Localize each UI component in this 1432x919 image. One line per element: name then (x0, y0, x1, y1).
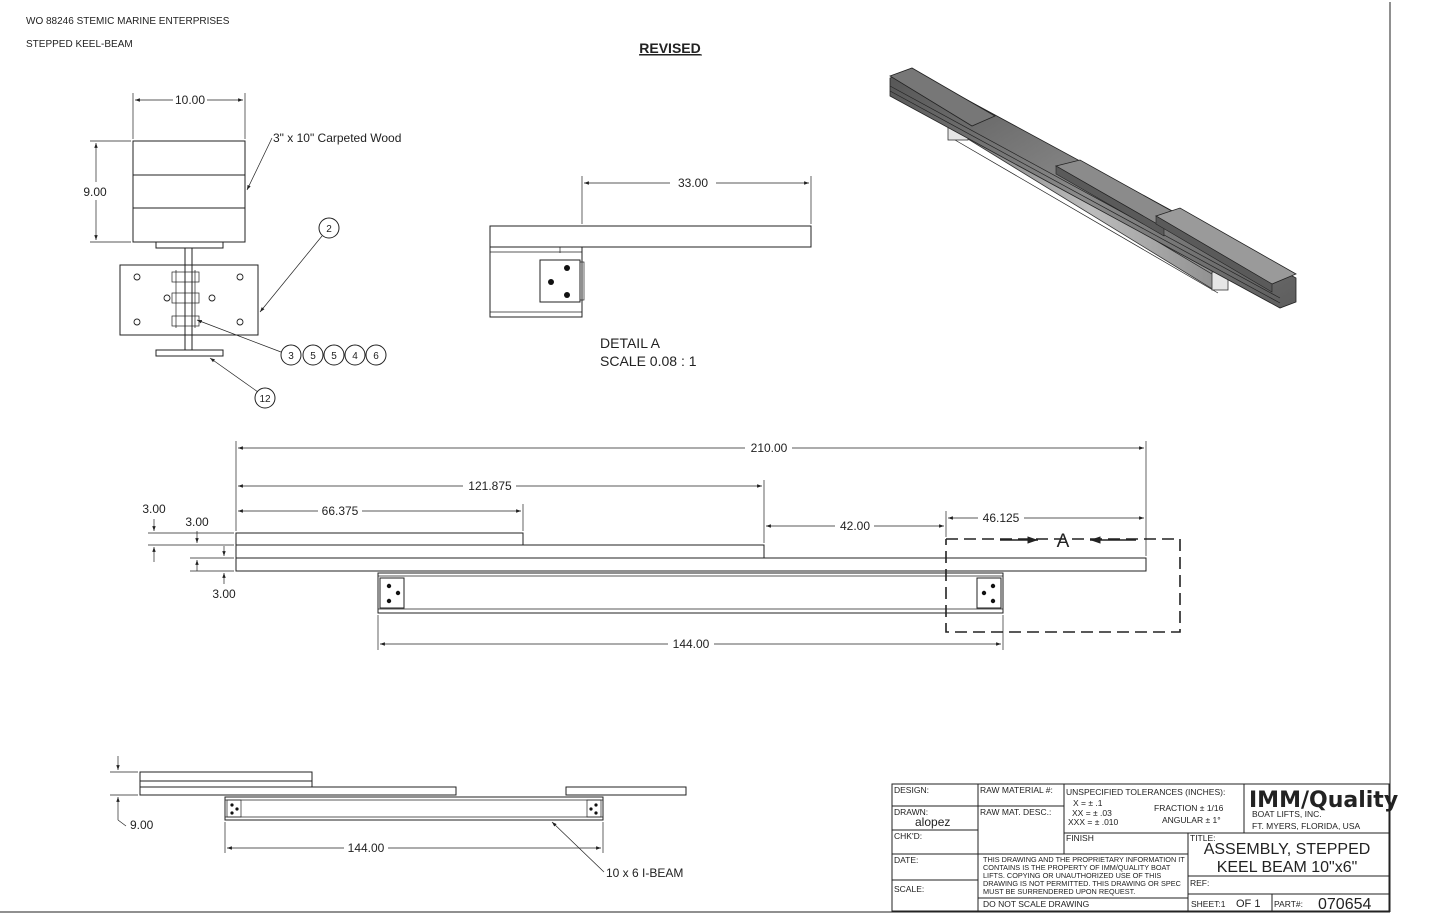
part-number-label: PART#: (1274, 899, 1303, 909)
balloon-hardware-2 (302, 344, 324, 366)
i-beam-bottom-flange (155, 349, 224, 357)
detail-scale-label: SCALE 0.08 : 1 (600, 353, 697, 369)
balloon-12-label: 12 (259, 394, 271, 405)
balloon-hardware-1-label: 3 (288, 351, 294, 362)
title-line-2: KEEL BEAM 10"x6" (1217, 859, 1358, 876)
drawn-label: DRAWN: (894, 807, 928, 817)
lower-middle-board (139, 786, 457, 796)
tolerance-xxx: XXX = ± .010 (1068, 817, 1119, 827)
balloon-12 (254, 387, 276, 409)
dim-top-board-thickness: 3.00 (142, 502, 166, 516)
mounting-plate (119, 264, 259, 336)
dim-end-height: 9.00 (83, 185, 107, 199)
balloon-hardware-5 (365, 344, 387, 366)
dim-lower-height: 9.00 (130, 818, 154, 832)
proprietary-line-4: DRAWING IS NOT PERMITTED. THIS DRAWING O… (983, 879, 1181, 888)
wood-callout: 3" x 10" Carpeted Wood (273, 131, 401, 145)
dim-beam-length: 144.00 (673, 637, 710, 651)
ref-label: REF: (1190, 878, 1209, 888)
sheet-label: SHEET:1 (1191, 899, 1226, 909)
detail-label: DETAIL A (600, 335, 661, 351)
balloon-hardware-4-label: 4 (352, 351, 358, 362)
tolerance-xx: XX = ± .03 (1072, 808, 1112, 818)
balloon-hardware-4 (344, 344, 366, 366)
work-order-label: WO 88246 STEMIC MARINE ENTERPRISES (26, 16, 230, 27)
balloon-2-label: 2 (326, 224, 332, 235)
proprietary-line-2: CONTAINS IS THE PROPERTY OF IMM/QUALITY … (983, 863, 1171, 872)
proprietary-line-5: MUST BE SURRENDERED UPON REQUEST. (983, 887, 1135, 896)
detail-beam-end (489, 246, 583, 318)
proprietary-line-1: THIS DRAWING AND THE PROPRIETARY INFORMA… (983, 855, 1185, 864)
dim-end-width: 10.00 (175, 93, 205, 107)
finish-label: FINISH (1066, 833, 1094, 843)
lower-end-board (565, 786, 687, 796)
lower-top-board (139, 771, 313, 782)
raw-material-desc-label: RAW MAT. DESC.: (980, 807, 1051, 817)
company-logo-text: IMM/Quality (1249, 788, 1398, 813)
proprietary-line-3: LIFTS. COPYING OR UNAUTHORIZED USE OF TH… (983, 871, 1161, 880)
side-view: A 210.00 121.875 66.375 42.00 46.125 144… (142, 441, 1181, 651)
title-block: DESIGN: DRAWN: alopez CHK'D: DATE: SCALE… (891, 783, 1398, 913)
dim-middle-board-thickness: 3.00 (185, 515, 209, 529)
dim-top-board-length: 66.375 (322, 504, 359, 518)
i-beam-callout: 10 x 6 I-BEAM (606, 866, 683, 880)
do-not-scale-label: DO NOT SCALE DRAWING (983, 899, 1089, 909)
tolerance-x: X = ± .1 (1073, 798, 1103, 808)
tolerance-angular: ANGULAR ± 1° (1162, 815, 1221, 825)
balloon-hardware-2-label: 5 (310, 351, 316, 362)
side-i-beam (377, 572, 1004, 614)
detail-a-boundary (945, 538, 1181, 633)
raw-material-label: RAW MATERIAL #: (980, 785, 1053, 795)
detail-end-plate (539, 259, 581, 303)
title-line-1: ASSEMBLY, STEPPED (1204, 841, 1371, 858)
design-label: DESIGN: (894, 785, 929, 795)
bolt-group (171, 270, 200, 328)
lower-i-beam (224, 796, 604, 821)
detail-wood (489, 225, 812, 248)
tolerances-label: UNSPECIFIED TOLERANCES (INCHES): (1066, 787, 1225, 797)
balloon-2 (318, 217, 340, 239)
part-description-label: STEPPED KEEL-BEAM (26, 39, 133, 50)
sheet-of-label: OF 1 (1236, 898, 1260, 910)
company-name-line: BOAT LIFTS, INC. (1252, 809, 1322, 819)
sheet-border (0, 2, 1391, 913)
drawn-by-value: alopez (915, 815, 950, 829)
lower-view: 9.00 144.00 10 x 6 I-BEAM (110, 756, 687, 880)
balloon-hardware-1 (280, 344, 302, 366)
part-number-value: 070654 (1318, 896, 1371, 913)
wood-stack (132, 140, 246, 243)
side-top-board (235, 532, 524, 546)
tolerance-fraction: FRACTION ± 1/16 (1154, 803, 1224, 813)
company-location-line: FT. MYERS, FLORIDA, USA (1252, 821, 1360, 831)
checked-label: CHK'D: (894, 831, 922, 841)
end-view: 10.00 9.00 3" x 10" Carpeted Wood 2 3 5 … (83, 93, 401, 409)
revision-label: REVISED (639, 40, 700, 56)
dim-lower-beam-length: 144.00 (348, 841, 385, 855)
scale-label: SCALE: (894, 884, 924, 894)
dim-overall-length: 210.00 (751, 441, 788, 455)
title-label: TITLE: (1190, 833, 1216, 843)
dim-end-length: 46.125 (983, 511, 1020, 525)
dim-middle-board-length: 121.875 (468, 479, 512, 493)
detail-a-marker: A (1057, 531, 1070, 552)
i-beam-top-flange (155, 241, 224, 249)
dim-detail-length: 33.00 (678, 176, 708, 190)
balloon-hardware-5-label: 6 (373, 351, 379, 362)
balloon-hardware-3-label: 5 (331, 351, 337, 362)
date-label: DATE: (894, 855, 918, 865)
isometric-view (889, 67, 1297, 309)
side-middle-board (235, 544, 765, 559)
dim-step-offset: 42.00 (840, 519, 870, 533)
balloon-hardware-3 (323, 344, 345, 366)
dim-bottom-board-thickness: 3.00 (212, 587, 236, 601)
side-bottom-board (235, 557, 1147, 572)
detail-a-view: 33.00 DETAIL A SCALE 0.08 : 1 (489, 176, 812, 369)
